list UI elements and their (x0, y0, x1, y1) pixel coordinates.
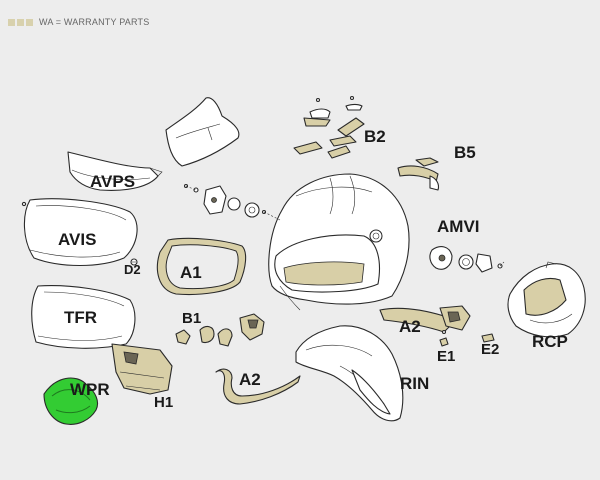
part-rin[interactable] (295, 325, 404, 422)
part-b2[interactable] (293, 95, 365, 159)
label-wpr: WPR (70, 380, 110, 399)
label-b2: B2 (364, 127, 386, 146)
part-amvi[interactable] (429, 246, 503, 273)
part-a2-bottom[interactable] (215, 368, 301, 405)
label-a1: A1 (180, 263, 202, 282)
part-wpr[interactable] (43, 377, 99, 425)
part-tfr[interactable] (31, 285, 136, 349)
part-a1[interactable] (156, 237, 247, 295)
label-b1: B1 (182, 310, 202, 327)
connector-lines (185, 185, 505, 267)
label-avis: AVIS (58, 230, 97, 249)
legend: WA = WARRANTY PARTS (8, 15, 149, 29)
label-amvi: AMVI (437, 217, 480, 236)
part-e1[interactable] (439, 329, 449, 347)
label-b5: B5 (454, 143, 476, 162)
part-avps[interactable] (67, 151, 163, 191)
label-avps: AVPS (90, 172, 136, 191)
part-avis[interactable] (21, 198, 138, 267)
label-rcp: RCP (532, 332, 568, 351)
part-d2[interactable] (130, 258, 138, 266)
legend-swatches (8, 18, 33, 26)
part-a2-right[interactable] (379, 305, 471, 333)
part-chin-curtain[interactable] (165, 97, 240, 167)
part-left-pivot[interactable] (183, 183, 267, 218)
part-e2[interactable] (481, 333, 495, 343)
part-b1[interactable] (175, 313, 265, 347)
legend-text: WA = WARRANTY PARTS (39, 17, 150, 27)
part-helmet-shell (268, 173, 410, 311)
label-e1: E1 (437, 348, 456, 365)
label-tfr: TFR (64, 308, 98, 327)
part-h1[interactable] (111, 343, 173, 395)
label-e2: E2 (481, 341, 500, 358)
part-b5[interactable] (397, 157, 440, 191)
label-a2-right: A2 (399, 317, 421, 336)
legend-swatch (17, 18, 24, 26)
part-rcp[interactable] (507, 261, 586, 338)
label-h1: H1 (154, 394, 174, 411)
label-d2: D2 (124, 262, 141, 277)
label-a2-bottom: A2 (239, 370, 261, 389)
legend-swatch (8, 18, 15, 26)
label-rin: RIN (400, 374, 430, 393)
legend-swatch (26, 18, 33, 26)
